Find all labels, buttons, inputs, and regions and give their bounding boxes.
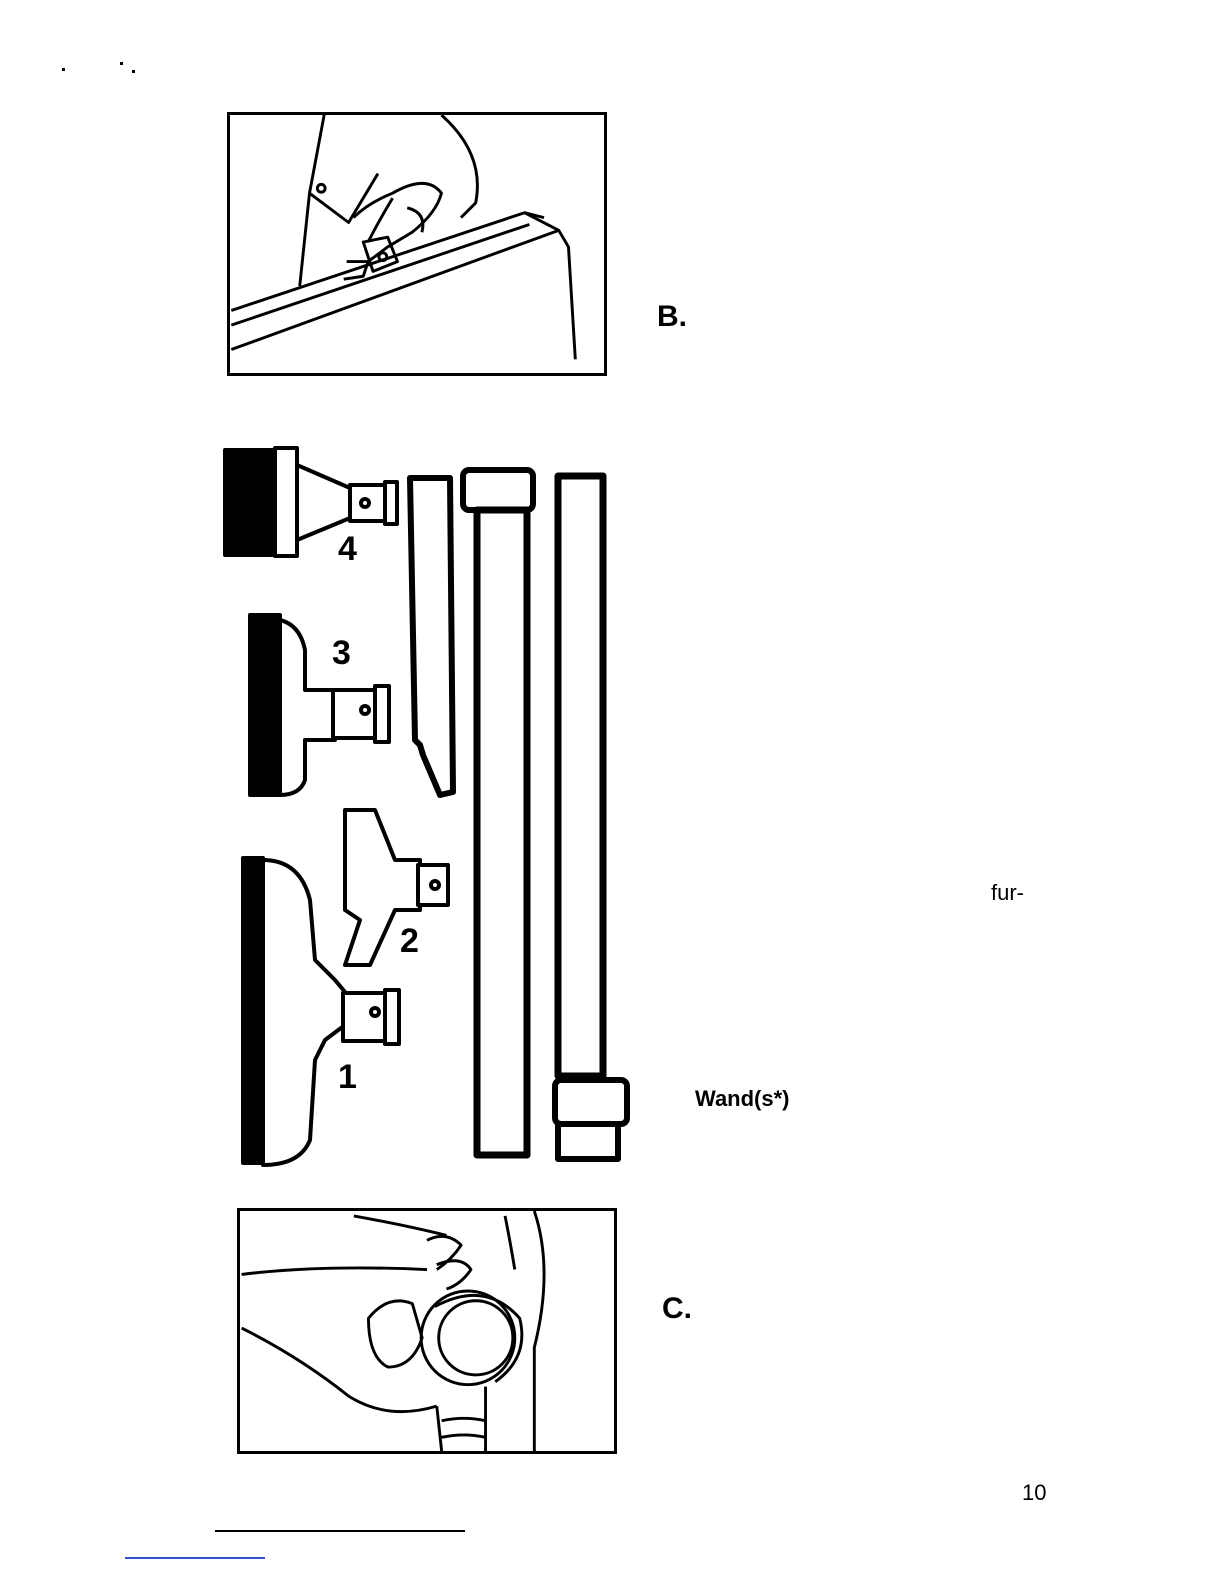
nozzle-icon [345,810,448,965]
scan-mark [62,68,65,71]
dusting-brush-icon [225,448,397,556]
figure-b-illustration [227,112,607,376]
wand-icon [463,470,533,1155]
attachment-label-2: 2 [400,922,419,961]
link-underline [125,1557,265,1559]
page-number: 10 [1022,1480,1046,1506]
upholstery-brush-icon [250,615,389,795]
footnote-rule [215,1530,465,1532]
wand-icon [555,476,627,1159]
crevice-tool-icon [410,478,453,795]
scan-mark [120,62,123,65]
figure-b-label: B. [657,300,687,334]
text-wands: Wand(s*) [695,1086,790,1112]
attachments-illustration [215,440,635,1175]
figure-c-drawing [240,1211,614,1451]
figure-c-label: C. [662,1292,692,1326]
attachment-label-4: 4 [338,530,357,569]
scan-mark [132,70,135,73]
figure-c-illustration [237,1208,617,1454]
attachments-drawing [215,440,635,1175]
figure-b-drawing [230,115,604,373]
text-fur: fur- [991,880,1024,906]
attachment-label-3: 3 [332,634,351,673]
attachment-label-1: 1 [338,1058,357,1097]
